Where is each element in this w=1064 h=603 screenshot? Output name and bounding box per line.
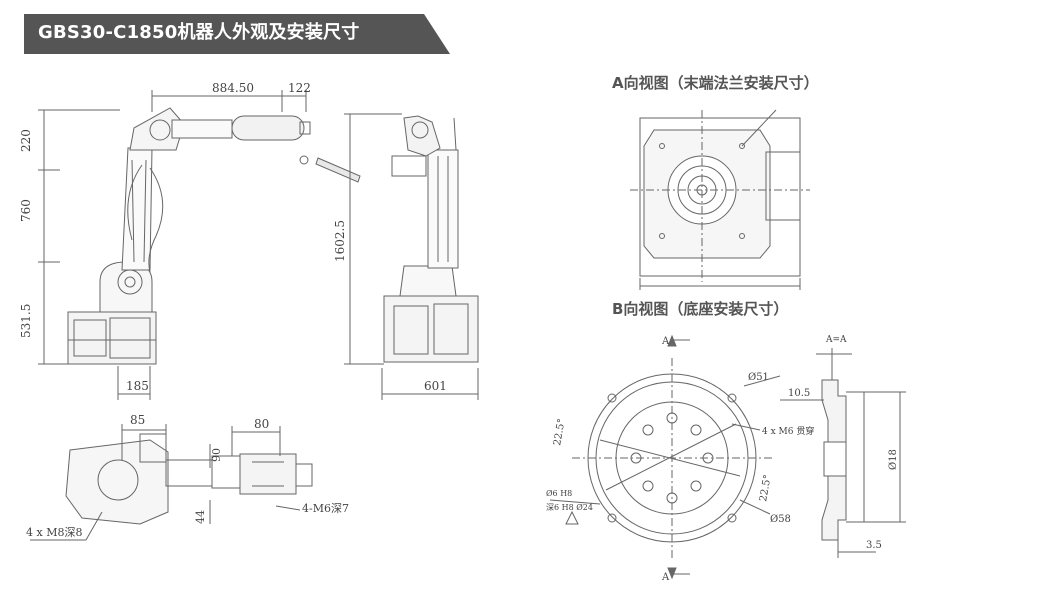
top-view-robot (65, 433, 313, 525)
label-d58: Ø58 (770, 514, 791, 525)
label-detail-1: Ø6 H8 (546, 489, 572, 498)
flange-detail (299, 155, 361, 183)
view-a-flange (630, 109, 810, 290)
dim-531-5: 531.5 (19, 304, 33, 338)
dim-220: 220 (19, 129, 33, 152)
label-4xm6: 4 x M6 贯穿 (762, 425, 814, 437)
label-10-5: 10.5 (788, 388, 810, 399)
dim-reach: 884.50 (212, 81, 254, 95)
section-arrow-a-top: A (661, 336, 670, 347)
view-b-title: B向视图（底座安装尺寸） (612, 300, 788, 318)
section-header: GBS30-C1850机器人外观及安装尺寸 (24, 14, 450, 54)
dim-80: 80 (254, 417, 269, 431)
label-m8: 4 x M8深8 (26, 526, 82, 539)
label-section-aa: A=A (825, 335, 847, 345)
back-view-robot (383, 115, 479, 363)
dim-760: 760 (19, 199, 33, 222)
dim-185: 185 (126, 379, 149, 393)
label-m6: 4-M6深7 (302, 502, 349, 515)
dim-wrist: 122 (288, 81, 311, 95)
view-a-title: A向视图（末端法兰安装尺寸） (612, 74, 819, 92)
label-d51: Ø51 (748, 372, 769, 383)
header-banner-shape (24, 14, 450, 54)
section-arrow-a-bottom: A (661, 572, 670, 583)
label-3-5: 3.5 (866, 540, 882, 551)
view-b-base (549, 334, 781, 580)
dim-44: 44 (194, 510, 207, 524)
label-d18: Ø18 (888, 449, 899, 470)
dim-90: 90 (210, 448, 223, 462)
label-detail-2: 深6 H8 Ø24 (546, 503, 593, 512)
header-title: GBS30-C1850机器人外观及安装尺寸 (38, 22, 360, 43)
dim-601: 601 (424, 379, 447, 393)
label-angle-right: 22.5° (758, 474, 774, 503)
side-view-robot (67, 107, 311, 365)
view-b-section (780, 348, 906, 558)
label-angle-left: 22.5° (552, 418, 568, 447)
dim-85: 85 (130, 413, 145, 427)
dim-height: 1602.5 (333, 220, 347, 262)
